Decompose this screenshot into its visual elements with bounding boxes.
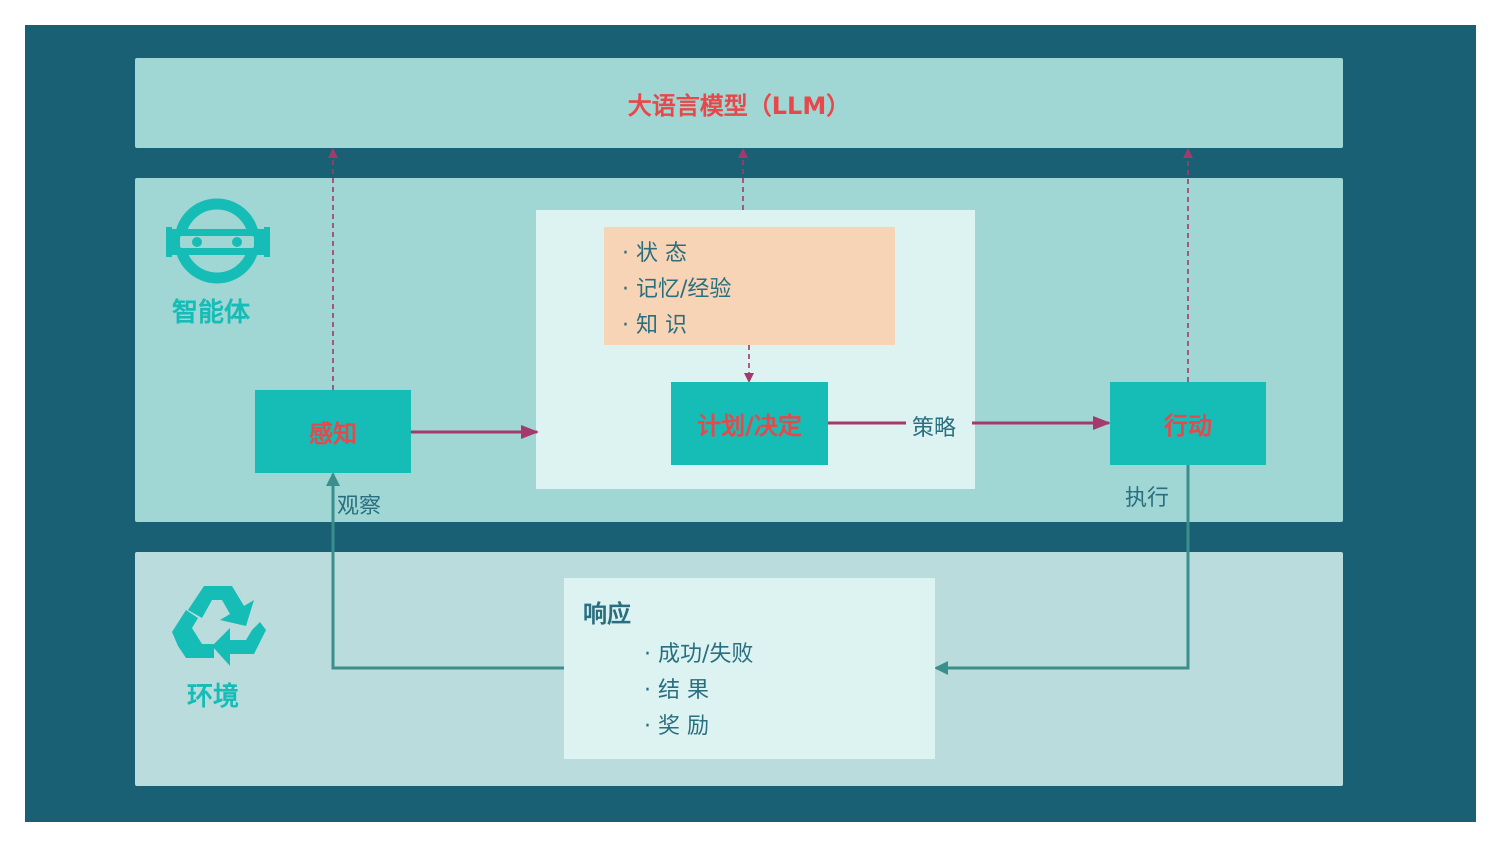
node-perceive: 感知 — [255, 390, 411, 473]
robot-icon — [166, 198, 270, 284]
arrow-act-to-response — [934, 465, 1190, 675]
memory-item-knowledge: · 知 识 — [622, 313, 687, 338]
arrow-response-to-perceive — [326, 472, 564, 670]
edge-label-strategy: 策略 — [912, 416, 957, 441]
response-item-reward: · 奖 励 — [644, 714, 709, 739]
response-title: 响应 — [583, 600, 631, 628]
response-box: 响应 · 成功/失败 · 结 果 · 奖 励 — [564, 578, 935, 759]
node-act: 行动 — [1110, 382, 1266, 465]
llm-title: 大语言模型（LLM） — [627, 91, 851, 120]
memory-item-memory: · 记忆/经验 — [622, 277, 732, 302]
node-plan: 计划/决定 — [671, 382, 828, 465]
environment-label: 环境 — [187, 682, 240, 712]
agent-label: 智能体 — [172, 298, 251, 328]
memory-box: · 状 态 · 记忆/经验 · 知 识 — [604, 227, 895, 345]
memory-item-state: · 状 态 — [622, 241, 687, 266]
edge-label-execute: 执行 — [1125, 486, 1170, 511]
llm-panel — [135, 58, 1343, 148]
edge-label-observe: 观察 — [337, 494, 382, 519]
response-item-result: · 结 果 — [644, 678, 709, 703]
recycle-icon — [172, 586, 266, 666]
response-item-outcome: · 成功/失败 — [644, 642, 754, 667]
